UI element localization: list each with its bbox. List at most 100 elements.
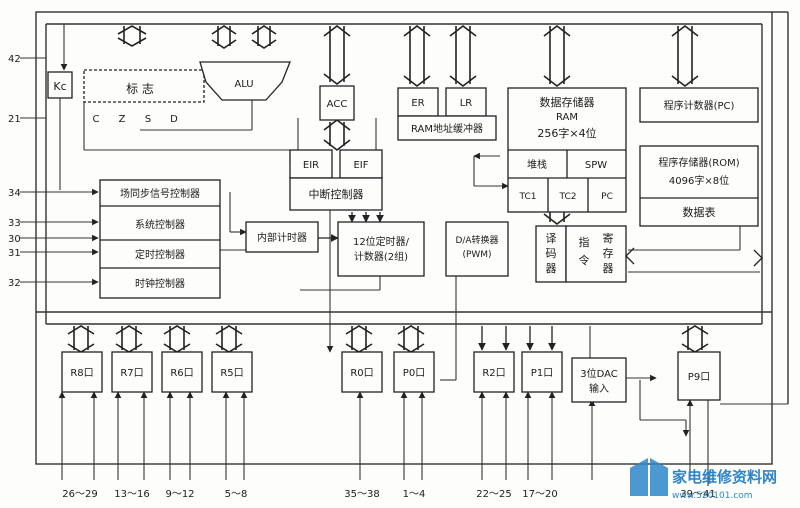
- decoder-label: 译码器: [546, 232, 557, 275]
- instr-reg-label-col1: 指令: [579, 235, 590, 267]
- watermark: 家电维修资料网 www.520101.com: [630, 458, 777, 501]
- tc2-label: TC2: [559, 192, 577, 202]
- flags-title: 标 志: [126, 82, 154, 96]
- labels: Kc 标 志 C Z S D ALU ACC ER LR RAM地址缓冲器 数据…: [53, 79, 739, 395]
- r6-label: R6口: [170, 368, 193, 379]
- p1-box: [521, 351, 563, 393]
- flags-box: [83, 69, 205, 103]
- alu-label: ALU: [234, 79, 253, 90]
- pin-bottom-4: 5～8: [225, 489, 248, 500]
- acc-box: [319, 85, 355, 121]
- data-mem-title: 数据存储器: [540, 95, 595, 109]
- pin-bottom-7: 22～25: [476, 489, 511, 500]
- dac3-box: [571, 357, 627, 403]
- r0-label: R0口: [350, 368, 373, 379]
- lr-box: [445, 87, 487, 117]
- watermark-logo-icon: [630, 458, 668, 496]
- pin-bottom-3: 9～12: [165, 489, 194, 500]
- internal-timer-box: [245, 221, 319, 253]
- p0-label: P0口: [403, 368, 425, 379]
- interrupt-label: 中断控制器: [309, 187, 364, 201]
- pin-lines: [20, 57, 694, 480]
- dac3-line1: 3位DAC: [580, 367, 618, 380]
- instr-reg-box: [565, 225, 627, 283]
- system-ctrl-label: 系统控制器: [135, 218, 185, 231]
- pin-left-6: 31: [8, 248, 21, 259]
- watermark-title: 家电维修资料网: [672, 468, 777, 486]
- data-mem-size: 256字×4位: [537, 126, 596, 140]
- r7-box: [111, 351, 153, 393]
- alu-box: [199, 61, 291, 101]
- da-line1: D/A转换器: [455, 234, 498, 246]
- r2-label: R2口: [482, 368, 505, 379]
- pin-left-3: 34: [8, 188, 21, 199]
- flag-c-label: C: [93, 114, 100, 125]
- er-box: [397, 87, 439, 117]
- r8-box: [61, 351, 103, 393]
- pin-bottom-2: 13～16: [114, 489, 149, 500]
- acc-label: ACC: [327, 99, 348, 110]
- ctrl-stack-box: [99, 179, 221, 299]
- bus-arrows: [67, 24, 709, 353]
- pc-reg-label: PC: [601, 192, 613, 202]
- pc-counter-label: 程序计数器(PC): [664, 99, 735, 112]
- tc1-label: TC1: [519, 192, 537, 202]
- r8-label: R8口: [70, 368, 93, 379]
- data-table-label: 数据表: [683, 205, 716, 219]
- clock-ctrl-label: 时钟控制器: [135, 277, 185, 290]
- timer12-line1: 12位定时器/: [353, 235, 410, 248]
- r5-box: [211, 351, 253, 393]
- standby-ctrl-label: 定时控制器: [135, 248, 185, 261]
- p1-label: P1口: [531, 368, 553, 379]
- pc-box: [639, 87, 759, 123]
- ram-addr-label: RAM地址缓冲器: [411, 122, 483, 135]
- p9-box: [677, 351, 721, 401]
- pin-bottom-5: 35～38: [344, 489, 379, 500]
- ram-addr-box: [397, 115, 497, 141]
- dac3-line2: 输入: [589, 382, 609, 395]
- r0-box: [341, 351, 383, 393]
- kc-label: Kc: [53, 80, 66, 93]
- pin-left-4: 33: [8, 218, 21, 229]
- data-mem-ram: RAM: [556, 112, 578, 123]
- timer12-box: [337, 221, 425, 277]
- rom-size: 4096字×8位: [669, 174, 729, 187]
- pin-bottom-9: 39～41: [680, 489, 715, 500]
- r6-box: [161, 351, 203, 393]
- flag-z-label: Z: [119, 114, 126, 125]
- r2-box: [473, 351, 515, 393]
- watermark-url: www.520101.com: [672, 491, 753, 501]
- interrupt-box: [289, 177, 383, 211]
- eif-label: EIF: [353, 160, 368, 171]
- timer12-line2: 计数器(2组): [354, 250, 408, 263]
- flag-d-label: D: [170, 114, 178, 125]
- pin-left-7: 32: [8, 278, 21, 289]
- spw-label: SPW: [585, 160, 607, 171]
- vertical-labels: 译码器 指令 寄存器: [546, 231, 614, 275]
- pin-left-5: 30: [8, 234, 21, 245]
- instr-reg-label-col2: 寄存器: [603, 231, 614, 275]
- p9-label: P9口: [688, 372, 710, 383]
- pin-left-2: 21: [8, 114, 21, 125]
- kc-box: [47, 71, 73, 99]
- pin-bottom-1: 26～29: [62, 489, 97, 500]
- lr-label: LR: [460, 98, 473, 109]
- eir-box: [289, 149, 333, 179]
- pin-left-1: 42: [8, 54, 21, 65]
- pin-bottom-6: 1～4: [403, 489, 426, 500]
- stack-label: 堆栈: [527, 158, 547, 171]
- p0-box: [393, 351, 435, 393]
- reset-sig-label: 场同步信号控制器: [120, 187, 200, 200]
- r7-label: R7口: [120, 368, 143, 379]
- pin-numbers: 42 21 34 33 30 31 32 26～29 13～16 9～12 5～…: [8, 54, 716, 500]
- eir-label: EIR: [303, 160, 319, 171]
- rom-box: [639, 145, 759, 227]
- internal-timer-label: 内部计时器: [257, 231, 307, 244]
- eif-box: [339, 149, 383, 179]
- da-box: [445, 221, 509, 277]
- small-arrows: [318, 212, 763, 351]
- r5-label: R5口: [220, 368, 243, 379]
- flag-s-label: S: [145, 114, 151, 125]
- da-line2: (PWM): [462, 250, 491, 260]
